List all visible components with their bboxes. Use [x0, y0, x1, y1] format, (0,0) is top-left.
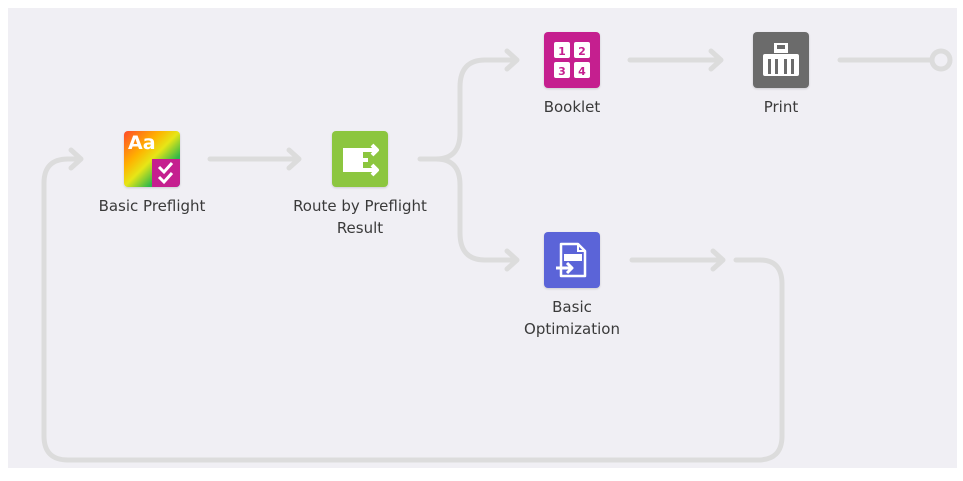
node-booklet[interactable]: 1 2 3 4 Booklet: [482, 32, 662, 118]
node-basic-optimization[interactable]: Basic Optimization: [482, 232, 662, 340]
node-label: Booklet: [543, 98, 601, 116]
workflow-canvas: Aa Basic Preflight Route by Preflight Re…: [8, 8, 957, 468]
node-label: Print: [763, 98, 799, 116]
preflight-icon: Aa: [124, 131, 180, 187]
booklet-icon: 1 2 3 4: [544, 32, 600, 88]
arrowhead-route-in: [286, 147, 302, 171]
connection-lines: [41, 48, 953, 463]
node-label: Route by Preflight Result: [293, 197, 427, 237]
connector-loop-back: [41, 156, 785, 463]
connector-route-to-booklet: [417, 57, 519, 162]
end-point[interactable]: [929, 48, 953, 72]
node-route-by-preflight-result[interactable]: Route by Preflight Result: [270, 131, 450, 239]
booklet-tile-4: 4: [578, 65, 586, 78]
node-basic-preflight[interactable]: Aa Basic Preflight: [62, 131, 242, 217]
printer-icon: [753, 32, 809, 88]
arrowhead-optimization-out: [710, 248, 726, 272]
arrowhead-booklet-in: [504, 48, 520, 72]
booklet-tile-3: 3: [558, 65, 566, 78]
booklet-tile-1: 1: [558, 45, 566, 58]
node-label: Basic Preflight: [98, 197, 206, 215]
node-label: Basic Optimization: [524, 298, 620, 338]
preflight-badge-text: Aa: [128, 132, 156, 154]
arrowhead-optimization-in: [504, 248, 520, 272]
arrowhead-preflight-in: [68, 147, 84, 171]
arrowhead-print-in: [708, 48, 724, 72]
booklet-tile-2: 2: [578, 45, 586, 58]
connector-route-to-optimization: [433, 156, 519, 263]
node-print[interactable]: Print: [691, 32, 871, 118]
route-icon: [332, 131, 388, 187]
optimize-pdf-icon: [544, 232, 600, 288]
